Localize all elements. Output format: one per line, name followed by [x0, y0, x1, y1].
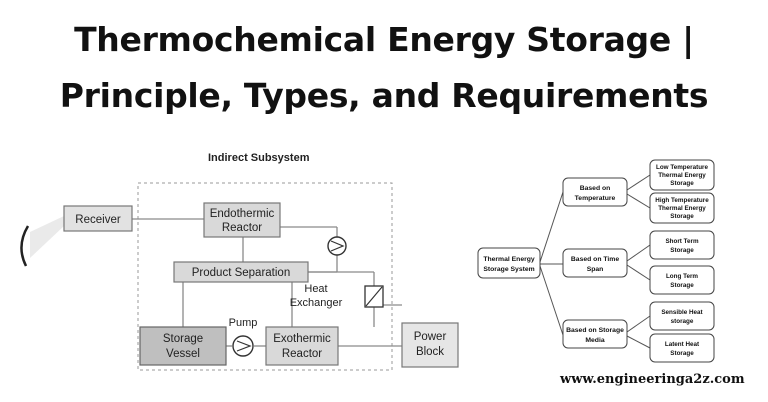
tree-root-node: Thermal Energy Storage System	[477, 247, 541, 279]
leaf-label: Long Term	[666, 273, 698, 280]
receiver-block: Receiver	[63, 205, 133, 232]
branch-label-2: Span	[587, 266, 604, 273]
tree-branch-storage-media: Based on Storage Media	[562, 319, 628, 349]
pump-top-icon	[327, 236, 347, 256]
tree-leaf-long-term: Long Term Storage	[649, 265, 715, 295]
storage-vessel-block: Storage Vessel	[139, 326, 227, 366]
power-block: Power Block	[401, 322, 459, 368]
leaf-label: Thermal Energy	[658, 172, 706, 179]
leaf-label: Low Temperature	[656, 164, 709, 171]
endothermic-reactor-label-2: Reactor	[222, 222, 262, 234]
leaf-label: Short Term	[665, 238, 699, 245]
receiver-label: Receiver	[75, 214, 121, 226]
tree-branch-time-span: Based on Time Span	[562, 248, 628, 278]
storage-vessel-label-1: Storage	[163, 333, 203, 345]
site-url-footer: www.engineeringa2z.com	[560, 372, 745, 387]
leaf-label: High Temperature	[655, 197, 709, 204]
page-title-line-1: Thermochemical Energy Storage |	[74, 20, 694, 59]
leaf-label: Storage	[670, 247, 694, 254]
tree-branch-temperature: Based on Temperature	[562, 177, 628, 207]
leaf-label: Sensible Heat	[661, 309, 703, 316]
tree-root-label-1: Thermal Energy	[483, 256, 535, 263]
branch-label-1: Based on	[580, 185, 611, 192]
storage-vessel-label-2: Vessel	[166, 348, 200, 360]
subsystem-boundary	[137, 182, 393, 371]
tree-leaf-sensible-heat: Sensible Heat storage	[649, 301, 715, 331]
tree-leaf-short-term: Short Term Storage	[649, 230, 715, 260]
tree-leaf-high-temperature: High Temperature Thermal Energy Storage	[649, 192, 715, 224]
power-block-label-1: Power	[414, 331, 447, 343]
exothermic-reactor-block: Exothermic Reactor	[265, 326, 339, 366]
tes-classification-tree: Thermal Energy Storage System Based on T…	[477, 159, 715, 363]
endothermic-reactor-block: Endothermic Reactor	[203, 202, 281, 238]
heat-exchanger-block: Heat Exchanger	[290, 283, 384, 309]
leaf-label: Latent Heat	[665, 341, 700, 348]
heat-exchanger-icon	[365, 286, 383, 307]
leaf-label: storage	[671, 318, 694, 325]
tree-root-label-2: Storage System	[483, 266, 534, 273]
heat-exchanger-label-1: Heat	[304, 283, 327, 295]
indirect-subsystem-diagram: Indirect Subsystem Receiv	[20, 152, 459, 371]
branch-label-2: Temperature	[575, 195, 616, 202]
leaf-label: Storage	[670, 282, 694, 289]
tree-connectors	[539, 174, 651, 349]
product-separation-block: Product Separation	[173, 261, 309, 283]
power-block-label-2: Block	[416, 346, 444, 358]
branch-label-1: Based on Storage	[566, 327, 624, 334]
page-title-line-2: Principle, Types, and Requirements	[59, 76, 709, 115]
product-separation-label: Product Separation	[192, 267, 290, 279]
tree-leaf-low-temperature: Low Temperature Thermal Energy Storage	[649, 159, 715, 191]
leaf-label: Storage	[670, 213, 694, 220]
leaf-label: Storage	[670, 180, 694, 187]
endothermic-reactor-label-1: Endothermic	[210, 208, 275, 220]
exothermic-reactor-label-2: Reactor	[282, 348, 322, 360]
solar-concentrator-icon	[20, 216, 64, 267]
pump-bottom-icon	[232, 335, 254, 357]
exothermic-reactor-label-1: Exothermic	[273, 333, 331, 345]
branch-label-2: Media	[585, 337, 604, 344]
heat-exchanger-label-2: Exchanger	[290, 297, 343, 309]
leaf-label: Thermal Energy	[658, 205, 706, 212]
leaf-label: Storage	[670, 350, 694, 357]
pump-label: Pump	[229, 317, 258, 329]
branch-label-1: Based on Time	[571, 256, 619, 263]
tree-leaf-latent-heat: Latent Heat Storage	[649, 333, 715, 363]
subsystem-label: Indirect Subsystem	[208, 152, 310, 164]
